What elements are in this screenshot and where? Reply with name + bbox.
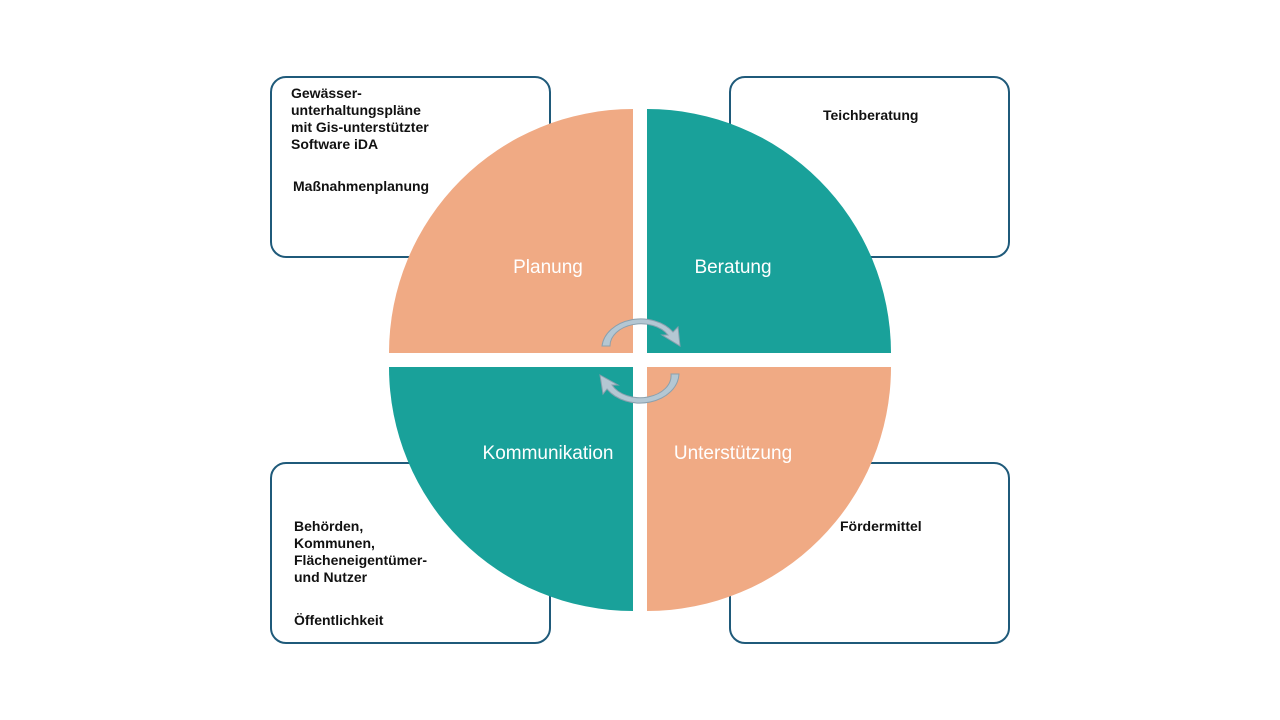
quadrant-label-beratung: Beratung — [694, 257, 771, 278]
quadrant-label-unterstuetzung: Unterstützung — [674, 443, 792, 464]
quadrant-kommunikation — [389, 367, 633, 611]
planung-box-item-1: Gewässer- unterhaltungspläne mit Gis-unt… — [291, 85, 429, 152]
arrow-top-icon — [601, 318, 681, 347]
beratung-box-item-1: Teichberatung — [823, 107, 919, 123]
quadrant-planung — [389, 109, 633, 353]
quadrant-label-planung: Planung — [513, 257, 583, 278]
planung-box-item-2: Maßnahmenplanung — [293, 178, 430, 194]
quadrant-label-kommunikation: Kommunikation — [483, 443, 614, 464]
kommunikation-box-item-2: Öffentlichkeit — [294, 612, 384, 628]
quadrant-beratung — [647, 109, 891, 353]
cycle-arrow-icon — [599, 318, 681, 404]
quadrant-unterstuetzung — [647, 367, 891, 611]
unterstuetzung-box-item-1: Fördermittel — [840, 518, 922, 534]
arrow-bottom-icon — [599, 373, 680, 404]
kommunikation-box-item-1: Behörden, Kommunen, Flächeneigentümer- u… — [294, 518, 428, 585]
